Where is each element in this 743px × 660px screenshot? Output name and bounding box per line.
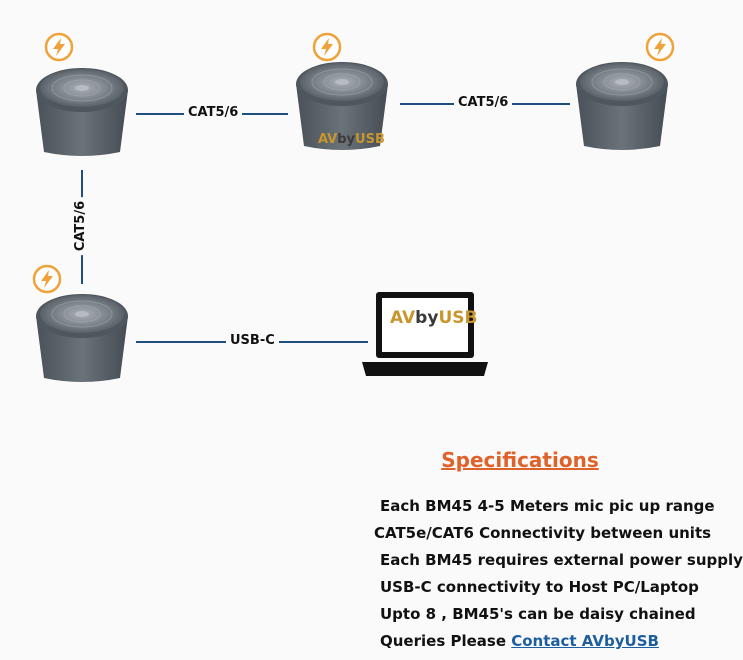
link-label-2: CAT5/6 (454, 95, 513, 111)
link-label-3: CAT5/6 (73, 196, 90, 256)
laptop-icon (362, 292, 488, 376)
spec-line-3: Each BM45 requires external power supply (380, 551, 743, 569)
brand-logo: AVbyUSB (318, 132, 385, 147)
speaker-icon (35, 293, 129, 383)
screen-logo-by: by (415, 308, 439, 328)
laptop-screen-logo: AVbyUSB (390, 308, 477, 328)
logo-by: by (337, 132, 356, 147)
speaker-icon (35, 67, 129, 157)
contact-link[interactable]: Contact AVbyUSB (511, 632, 659, 650)
spec-queries-line: Queries Please Contact AVbyUSB (380, 632, 659, 650)
link-label-1: CAT5/6 (184, 105, 243, 121)
speaker-icon (575, 61, 669, 151)
power-icon (32, 264, 62, 294)
power-icon (44, 32, 74, 62)
link-label-4: USB-C (226, 333, 279, 349)
logo-av: AV (318, 132, 338, 147)
power-icon (312, 32, 342, 62)
power-icon (645, 32, 675, 62)
spec-line-2: CAT5e/CAT6 Connectivity between units (374, 524, 712, 542)
spec-line-1: Each BM45 4-5 Meters mic pic up range (380, 497, 715, 515)
spec-line-5: Upto 8 , BM45's can be daisy chained (380, 605, 696, 623)
screen-logo-usb: USB (438, 308, 478, 328)
spec-line-4: USB-C connectivity to Host PC/Laptop (380, 578, 699, 596)
specifications-title: Specifications (441, 448, 599, 472)
logo-usb: USB (355, 132, 385, 147)
screen-logo-av: AV (390, 308, 416, 328)
queries-prefix: Queries Please (380, 632, 512, 650)
